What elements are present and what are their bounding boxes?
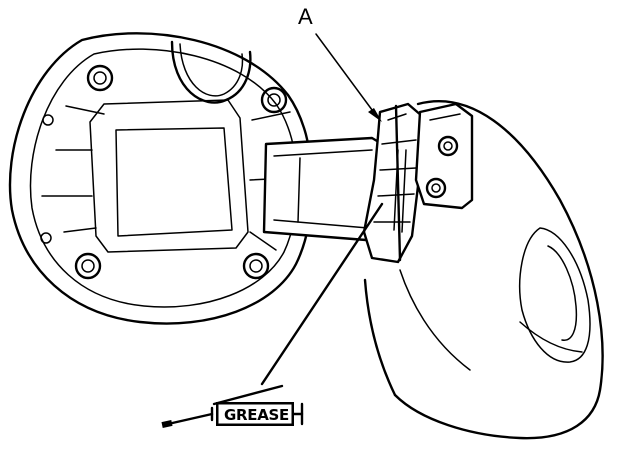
body-panel <box>363 100 604 440</box>
hinge-bolt-lower <box>425 177 447 199</box>
mounting-boss-top-left <box>86 64 114 92</box>
callout-a-label: A <box>298 4 313 29</box>
hinge-bolt-upper <box>437 135 459 157</box>
mounting-boss-bottom-right <box>242 252 270 280</box>
fuel-lid <box>8 32 314 325</box>
hinge-bracket <box>362 102 474 264</box>
callout-a-leader <box>315 33 379 119</box>
grease-gun-icon <box>161 384 304 428</box>
small-hole-left <box>40 114 54 244</box>
mounting-boss-bottom-left <box>74 252 102 280</box>
mounting-boss-top-right <box>260 86 288 114</box>
callout-a-arrowhead <box>368 108 382 122</box>
grease-leader <box>260 202 384 386</box>
grease-label: GREASE <box>224 406 289 424</box>
